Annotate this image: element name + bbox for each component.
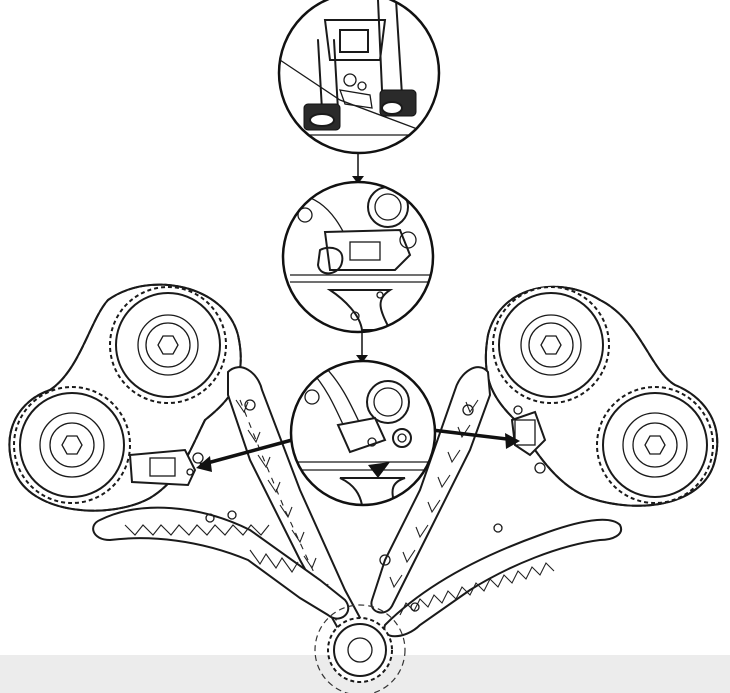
- pointer-arrow-left: [199, 438, 293, 467]
- left-lower-camshaft-sprocket: [13, 386, 131, 504]
- right-lower-camshaft-sprocket: [596, 386, 714, 504]
- right-lower-chain-guide: [383, 518, 623, 638]
- right-upper-camshaft-sprocket: [492, 286, 610, 404]
- left-lower-chain-guide: [92, 506, 350, 620]
- connector-arrowhead-middle: [356, 355, 368, 363]
- left-chain-tensioner: [128, 448, 204, 487]
- top-detail-callout: [277, 0, 441, 155]
- lower-detail-arrow-icon: [368, 462, 390, 478]
- crankshaft-sprocket: [314, 604, 406, 693]
- pointer-arrow-right: [431, 428, 516, 442]
- left-upper-camshaft-sprocket: [109, 286, 227, 404]
- pointer-arrowhead-left: [196, 456, 212, 472]
- right-tensioner-rail: [370, 366, 492, 614]
- middle-detail-callout: [281, 180, 435, 334]
- lower-detail-callout: [289, 359, 437, 507]
- pointer-arrowhead-right: [505, 433, 520, 449]
- connector-arrowhead-top: [352, 176, 364, 184]
- right-timing-chain: [484, 285, 719, 507]
- left-timing-chain: [8, 283, 242, 512]
